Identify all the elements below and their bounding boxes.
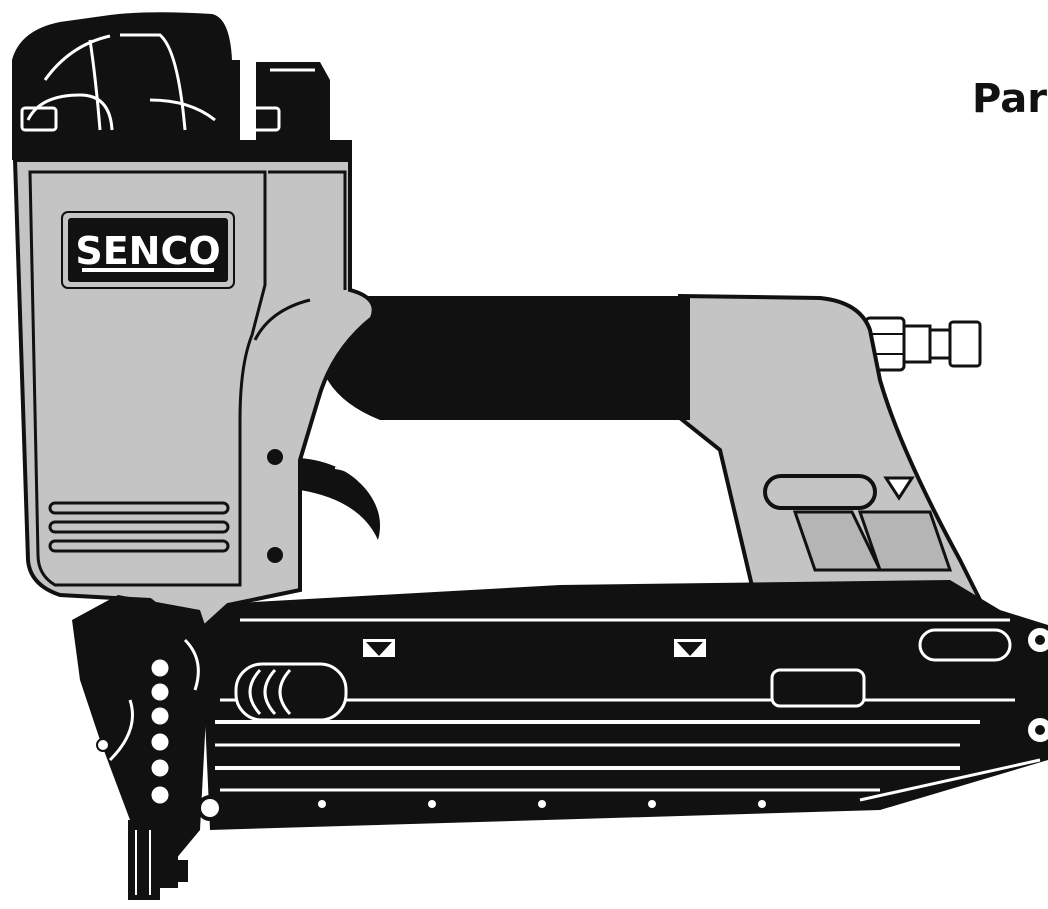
top-cap-ribs — [20, 33, 315, 132]
page-title: Par — [972, 76, 1047, 122]
magazine-markers — [318, 637, 866, 808]
magazine-channels — [215, 618, 1041, 802]
body-panels — [28, 170, 347, 587]
screw-bottom — [267, 547, 283, 563]
trigger — [300, 458, 381, 540]
top-cap — [12, 12, 352, 160]
nose-assembly — [72, 595, 210, 860]
body-vents — [48, 501, 230, 553]
handle-grip — [320, 296, 690, 420]
brand-logo: SENCO — [75, 229, 220, 273]
magazine-latch — [234, 662, 348, 722]
contact-tip — [128, 820, 188, 900]
nose-holes — [96, 656, 223, 821]
air-fitting — [864, 316, 982, 372]
screw-top — [267, 449, 283, 465]
handle-details — [763, 474, 953, 572]
magazine-endcap — [918, 624, 1048, 746]
brand-badge: SENCO — [61, 211, 235, 289]
